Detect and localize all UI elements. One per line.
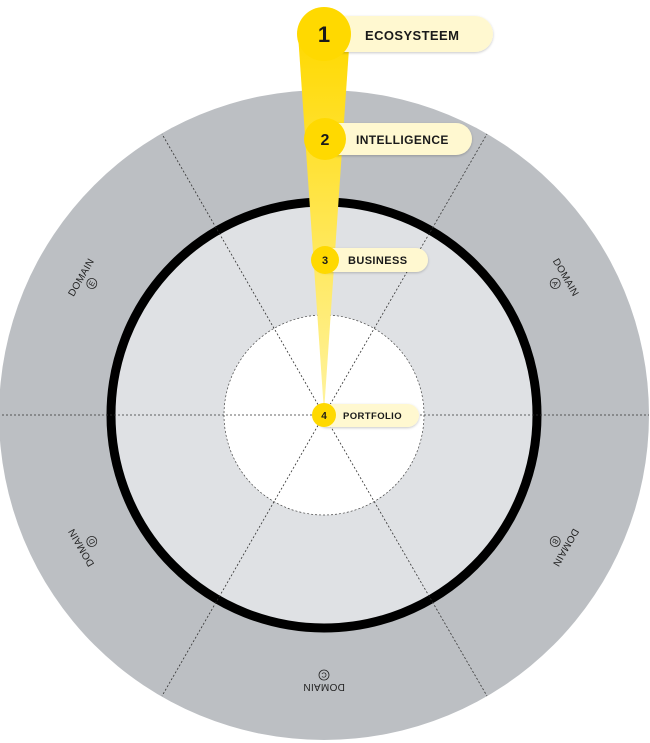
level-3-number: 3 [322, 255, 328, 267]
level-3-marker: 3 BUSINESS [311, 246, 428, 274]
svg-text:D: D [86, 536, 97, 546]
sector-dividers [0, 133, 649, 697]
domain-letter-circle [86, 536, 98, 547]
svg-text:E: E [87, 279, 97, 288]
svg-text:DOMAIN: DOMAIN [303, 681, 345, 692]
domain-letter-circle [318, 669, 330, 681]
level-2-label: INTELLIGENCE [356, 133, 449, 147]
level-2-number: 2 [321, 132, 330, 149]
level-4-badge [312, 403, 336, 427]
domain-letter-circle [549, 536, 561, 547]
level-3-pill [314, 248, 428, 272]
domain-label-c: DOMAIN C [303, 669, 345, 692]
level-4-number: 4 [321, 411, 327, 422]
svg-text:A: A [550, 279, 560, 288]
level-2-pill [312, 123, 472, 155]
level-1-number: 1 [318, 22, 330, 47]
level-4-marker: 4 PORTFOLIO [312, 403, 419, 427]
level-2-marker: 2 INTELLIGENCE [304, 118, 472, 160]
svg-text:C: C [321, 670, 327, 679]
level-1-badge [297, 7, 351, 61]
domain-letter-circle [86, 278, 98, 289]
level-1-pill [312, 16, 493, 52]
level-1-label: ECOSYSTEEM [365, 28, 459, 43]
level-4-label: PORTFOLIO [343, 411, 402, 422]
domain-letter-circle [549, 278, 561, 289]
level-3-badge [311, 246, 339, 274]
level-1-marker: 1 ECOSYSTEEM [297, 7, 493, 61]
svg-text:B: B [550, 537, 560, 546]
level-2-badge [304, 118, 346, 160]
level-4-pill [316, 404, 419, 427]
level-3-label: BUSINESS [348, 255, 407, 267]
